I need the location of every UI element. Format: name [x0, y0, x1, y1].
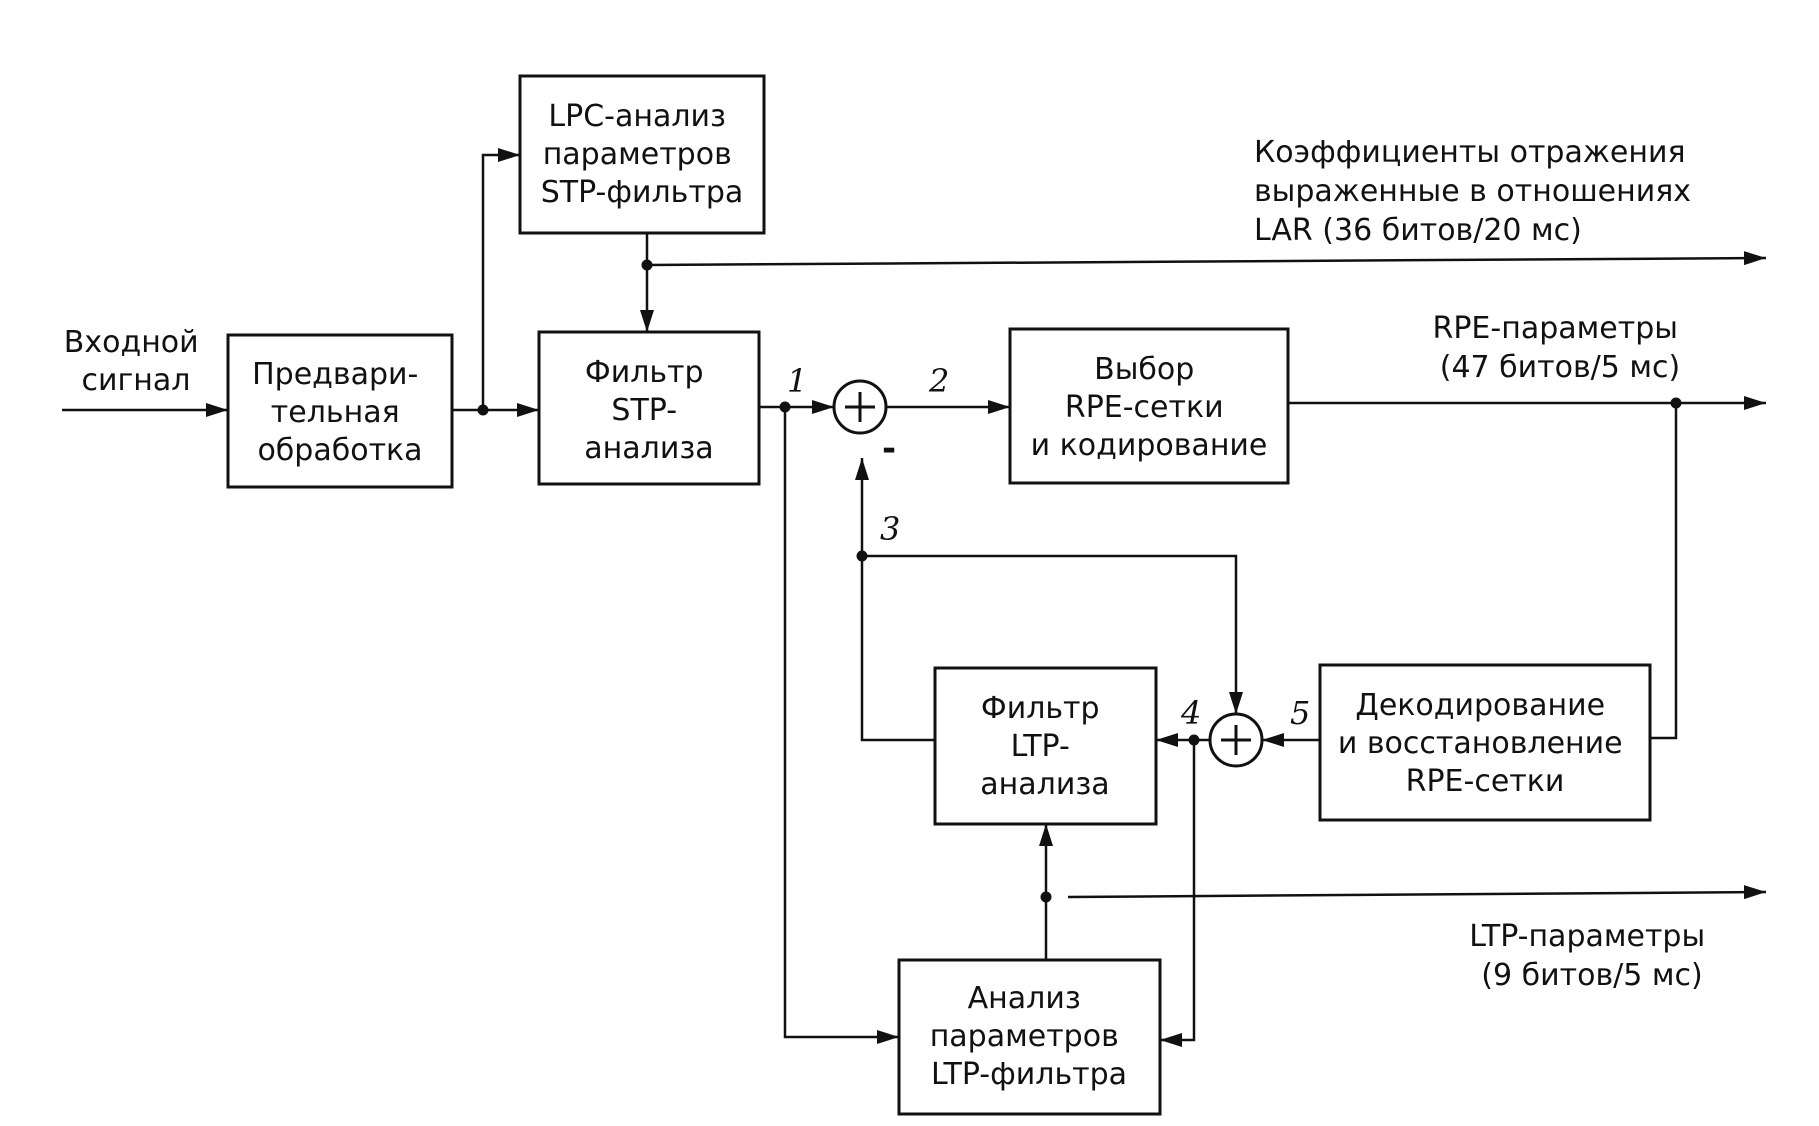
block-ltp-params-analysis: Анализ параметров LTP-фильтра — [897, 958, 1162, 1116]
block-lpc-line-1: LPC-анализ — [548, 99, 726, 134]
wire-lar-output — [646, 251, 1767, 267]
wire-ltp-output — [1067, 885, 1767, 900]
junction-ltp — [1040, 891, 1052, 903]
node-label-1: 1 — [787, 362, 807, 400]
summer-1 — [832, 379, 888, 435]
block-rpe-selection-line-2: RPE-сетки — [1065, 390, 1224, 425]
label-lar-line-3: LAR (36 битов/20 мс) — [1254, 213, 1582, 248]
node-label-5: 5 — [1290, 694, 1310, 732]
junction-preproc — [477, 404, 489, 416]
block-stp-line-1: Фильтр — [585, 355, 704, 390]
block-lpc-line-2: параметров — [543, 137, 732, 172]
block-rpe-decoding-line-1: Декодирование — [1355, 688, 1605, 723]
block-ltp-filter-line-3: анализа — [980, 767, 1109, 802]
block-ltp-params-line-3: LTP-фильтра — [931, 1057, 1127, 1092]
block-rpe-selection-line-1: Выбор — [1094, 352, 1194, 387]
svg-text:Анализ параметров: Анализ параметров LTP-фильтра — [930, 981, 1129, 1092]
minus-sign: - — [882, 429, 896, 469]
svg-text:Коэффициенты отражения в: Коэффициенты отражения выраженные в отно… — [1254, 135, 1701, 248]
svg-text:LPC-анализ параметров: LPC-анализ параметров STP-фильтра — [541, 99, 744, 210]
block-preprocessing-line-1: Предвари- — [252, 357, 418, 392]
wire-node3-sum2 — [862, 554, 1243, 714]
svg-text:Фильтр STP- анализ: Фильтр STP- анализа — [584, 355, 713, 466]
label-lar-line-1: Коэффициенты отражения — [1254, 135, 1686, 170]
junction-rpe — [1670, 397, 1682, 409]
block-preprocessing-line-3: обработка — [257, 433, 422, 468]
block-rpe-decoding-line-2: и восстановление — [1338, 726, 1623, 761]
block-stp-filter: Фильтр STP- анализа — [537, 330, 761, 486]
svg-text:Выбор RPE-сетки и: Выбор RPE-сетки и кодирование — [1031, 352, 1268, 463]
svg-text:Входной сигнал: Входной сигнал — [64, 325, 208, 398]
wires — [62, 148, 1767, 1047]
label-input-line-1: Входной — [64, 325, 199, 360]
junction-lpc — [641, 259, 653, 271]
junction-dots — [477, 259, 1682, 903]
block-ltp-params-line-1: Анализ — [968, 981, 1081, 1016]
svg-text:Декодирование и восстано: Декодирование и восстановление RPE-сетки — [1338, 688, 1632, 799]
node-label-2: 2 — [928, 362, 949, 400]
svg-text:Фильтр LTP- анализ: Фильтр LTP- анализа — [980, 691, 1109, 802]
block-ltp-params-line-2: параметров — [930, 1019, 1119, 1054]
node-label-3: 3 — [880, 510, 900, 548]
block-ltp-filter-line-1: Фильтр — [981, 691, 1100, 726]
block-ltp-filter-line-2: LTP- — [1011, 729, 1070, 764]
label-rpe-line-2: (47 битов/5 мс) — [1440, 350, 1680, 385]
label-rpe-output: RPE-параметры (47 битов/5 мс) — [1433, 311, 1688, 385]
block-ltp-filter: Фильтр LTP- анализа — [933, 666, 1158, 826]
block-preprocessing: Предвари- тельная обработка — [226, 333, 454, 489]
label-input-line-2: сигнал — [82, 363, 191, 398]
wire-node1-ltpparams — [783, 407, 899, 1044]
block-lpc-line-3: STP-фильтра — [541, 175, 744, 210]
label-ltp-line-2: (9 битов/5 мс) — [1481, 958, 1702, 993]
svg-text:LTP-параметры (9 битов/5: LTP-параметры (9 битов/5 мс) — [1469, 919, 1714, 993]
block-rpe-decoding: Декодирование и восстановление RPE-сетки — [1318, 663, 1652, 822]
wire-rpe-to-decode — [1650, 403, 1678, 740]
label-lar-line-2: выраженные в отношениях — [1254, 174, 1691, 209]
junction-node3 — [856, 550, 868, 562]
block-rpe-selection: Выбор RPE-сетки и кодирование — [1008, 327, 1290, 485]
wire-node4-ltpparams — [1160, 740, 1196, 1047]
junction-node4 — [1188, 734, 1200, 746]
block-rpe-decoding-line-3: RPE-сетки — [1406, 764, 1565, 799]
label-ltp-line-1: LTP-параметры — [1469, 919, 1705, 954]
summer-2 — [1208, 712, 1264, 768]
svg-text:RPE-параметры (47 битов/: RPE-параметры (47 битов/5 мс) — [1433, 311, 1688, 385]
node-label-4: 4 — [1180, 694, 1201, 732]
block-stp-line-2: STP- — [611, 393, 677, 428]
wire-ltp-to-sum1 — [855, 458, 935, 742]
block-stp-line-3: анализа — [584, 431, 713, 466]
label-lar-output: Коэффициенты отражения выраженные в отно… — [1254, 135, 1701, 248]
label-ltp-output: LTP-параметры (9 битов/5 мс) — [1469, 919, 1714, 993]
wire-to-lpc — [481, 148, 520, 410]
label-input-signal: Входной сигнал — [64, 325, 208, 398]
block-preprocessing-line-2: тельная — [271, 395, 400, 430]
block-lpc-analysis: LPC-анализ параметров STP-фильтра — [518, 74, 766, 235]
label-rpe-line-1: RPE-параметры — [1433, 311, 1678, 346]
block-rpe-selection-line-3: и кодирование — [1031, 428, 1268, 463]
junction-node1 — [779, 401, 791, 413]
svg-text:Предвари- тельная: Предвари- тельная обработка — [252, 357, 428, 468]
